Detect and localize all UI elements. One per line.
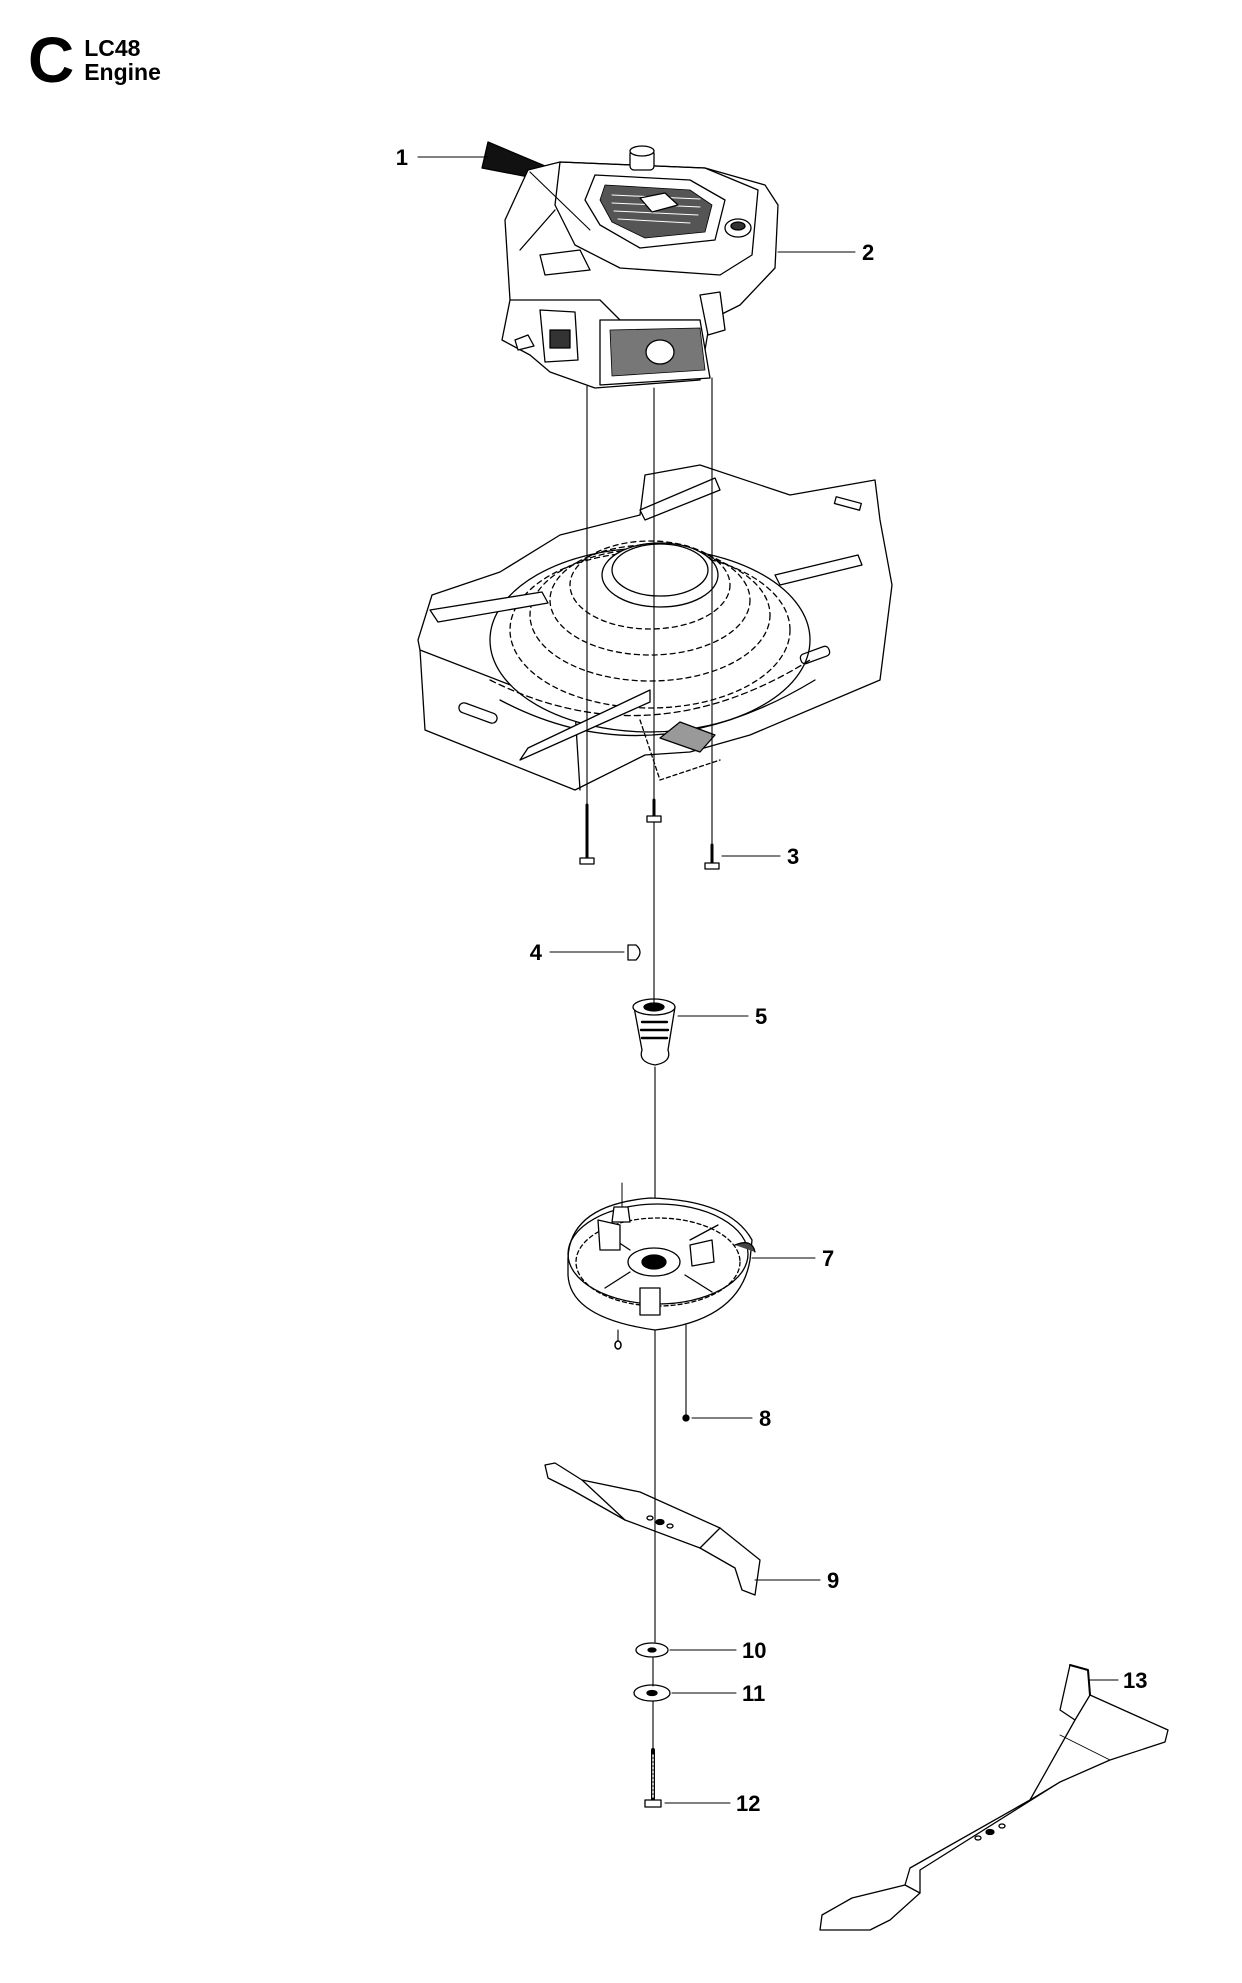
callout-3: 3	[787, 844, 799, 869]
callout-7: 7	[822, 1246, 834, 1271]
callout-4: 4	[530, 940, 543, 965]
mower-deck	[417, 464, 893, 791]
callout-13: 13	[1123, 1668, 1147, 1693]
callout-labels: 1 2 3 4 5 7 8 9 10 11 12 13	[396, 145, 1148, 1816]
key-part	[627, 944, 641, 961]
callout-2: 2	[862, 240, 874, 265]
leader-lines	[417, 156, 1119, 1804]
callout-5: 5	[755, 1004, 767, 1029]
callout-11: 11	[742, 1681, 765, 1706]
callout-9: 9	[827, 1568, 839, 1593]
assembly-axis-lines	[586, 377, 713, 1751]
screw-part-8	[682, 1414, 690, 1422]
blade-part-13	[819, 1664, 1169, 1931]
callout-1: 1	[396, 145, 408, 170]
section-letter: C	[28, 24, 75, 96]
callout-10: 10	[742, 1638, 766, 1663]
blade-hub-part	[567, 1182, 756, 1350]
adapter-part	[632, 998, 676, 1066]
screw-part-3	[579, 798, 720, 870]
callout-12: 12	[736, 1791, 760, 1816]
washer-part-11	[633, 1684, 671, 1702]
section-name: Engine	[84, 59, 161, 85]
washer-part-10	[635, 1642, 669, 1658]
blade-part-9	[544, 1462, 761, 1596]
engine-part	[501, 145, 779, 389]
title-block: LC48 Engine	[84, 32, 161, 84]
bolt-part-12	[644, 1748, 662, 1808]
diagram-header: C LC48 Engine	[28, 24, 161, 96]
model-name: LC48	[84, 35, 141, 61]
callout-8: 8	[759, 1406, 771, 1431]
